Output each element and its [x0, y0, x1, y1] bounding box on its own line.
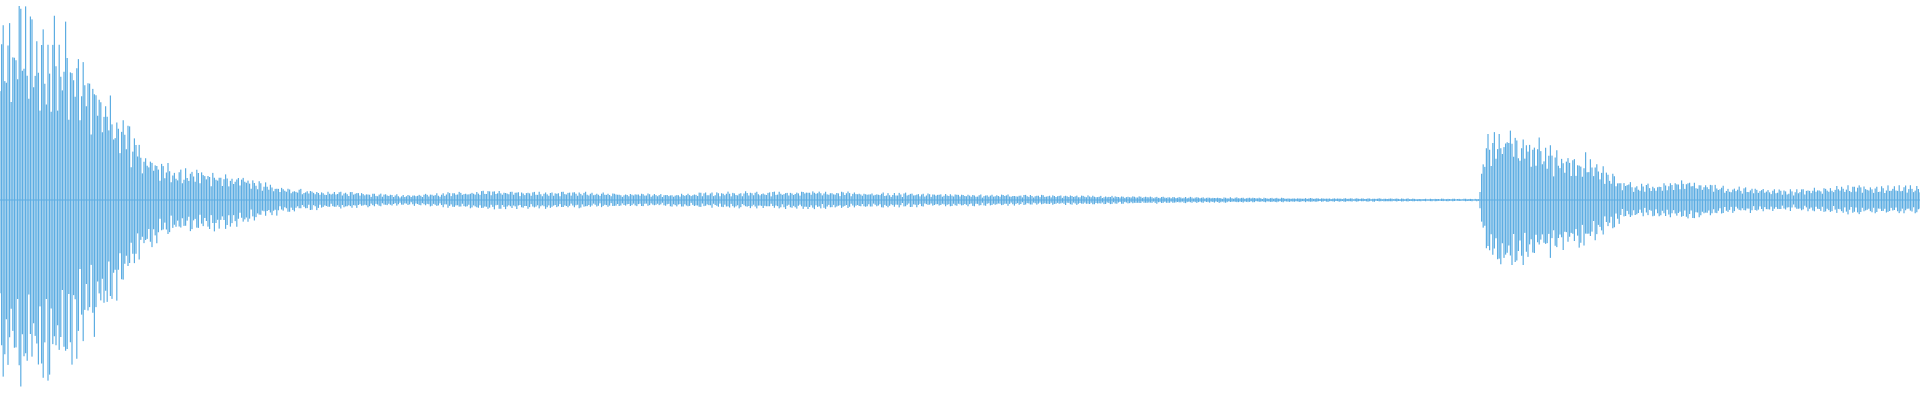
waveform-peaks — [0, 6, 1920, 387]
